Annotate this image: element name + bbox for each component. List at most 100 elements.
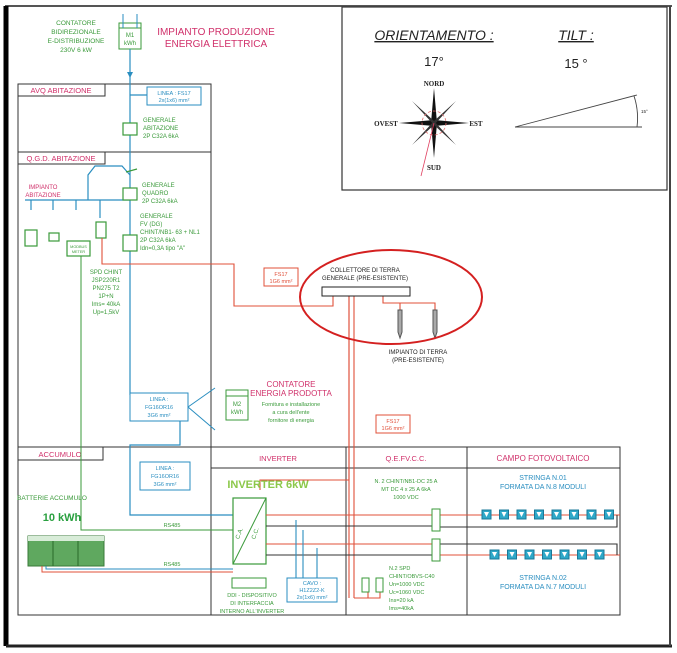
inverter-label: INVERTER [259, 454, 297, 463]
meter-m1 [118, 14, 142, 50]
pv-module-glyph [597, 552, 602, 557]
ddi-2: DI INTERFACCIA [230, 601, 274, 607]
linea-fg16-bottom-2: FG16OR16 [151, 474, 179, 480]
breaker-generale-fv [122, 234, 138, 252]
pv-module-glyph [579, 552, 585, 557]
fs17-bottom-box [375, 414, 411, 434]
gen-fv-1: GENERALE [140, 214, 173, 220]
modbus-cable [80, 256, 233, 531]
gen-fv-5: Idn=0,3A tipo "A" [140, 246, 185, 252]
spd-chint-6: Up=1,5kV [93, 310, 120, 316]
gen-fv-3: CHINT/NB1- 63 + NL1 [140, 230, 201, 236]
string1-1: STRINGA N.01 [519, 475, 567, 482]
qgd-label: Q.G.D. ABITAZIONE [26, 154, 95, 163]
tilt-diagram [514, 94, 642, 128]
breakers [24, 122, 138, 257]
modbus-label-1: MODBUS [70, 245, 87, 249]
linea-fg16-bottom-1: LINEA : [156, 466, 175, 472]
breaker-house-2 [48, 232, 60, 242]
fs17-bottom-1: FS17 [386, 419, 399, 425]
linea-fs17-box [146, 86, 202, 106]
linea-fg16-bottom-3: 3G6 mm² [154, 482, 177, 488]
highlight-ellipse [299, 249, 483, 345]
cavo-1: CAVO : [303, 581, 322, 587]
collettore-2: GENERALE (PRE-ESISTENTE) [322, 276, 408, 282]
avq-label-box [17, 83, 106, 97]
linea-fg16-top-3: 3G6 mm² [148, 413, 171, 419]
pv-module-glyph [509, 552, 515, 557]
section-frames [17, 83, 621, 616]
title-line-2: ENERGIA ELETTRICA [165, 39, 268, 50]
string-2-modules [489, 549, 605, 560]
string1-2: FORMATA DA N.8 MODULI [500, 484, 586, 491]
inverter-icon [232, 497, 267, 565]
dc-breakers-icon [431, 508, 441, 562]
qefvcc-spd-1: N.2 SPD [389, 566, 410, 572]
gen-abit-1: GENERALE [143, 118, 176, 124]
dc-lines [266, 514, 620, 578]
earth-bus-bar [321, 286, 411, 297]
compass-east: EST [469, 120, 483, 128]
pv-module-glyph [484, 512, 489, 517]
qefvcc-label: Q.E.FV.C.C. [386, 454, 427, 463]
pv-module-glyph [536, 512, 542, 517]
gen-quadro-3: 2P C32A 6kA [142, 199, 178, 205]
ddi-device-icon [231, 577, 267, 589]
arrow-icon [127, 72, 133, 78]
pv-module-glyph [554, 512, 559, 517]
fs17-top-1: FS17 [274, 272, 287, 278]
m1-desc-4: 230V 6 kW [60, 47, 93, 54]
gen-fv-4: 2P C32A 6kA [140, 238, 176, 244]
m2-desc-2: a cura dell'ente [272, 410, 309, 416]
m2-title-2: ENERGIA PRODOTTA [250, 389, 332, 398]
compass-south: SUD [427, 164, 441, 172]
qefvcc-breakers-3: 1000 VDC [393, 495, 418, 501]
pv-module-glyph [527, 552, 532, 557]
m1-desc-1: CONTATORE [56, 20, 96, 27]
string-1-modules [481, 509, 614, 520]
modbus-meter-box [66, 240, 91, 257]
m1-desc-3: E-DISTRIBUZIONE [48, 38, 105, 45]
avq-label: AVQ ABITAZIONE [31, 86, 92, 95]
fs17-top-2: 1G6 mm² [270, 279, 293, 285]
ddi-1: DDI - DISPOSITIVO [227, 593, 277, 599]
m1-desc-2: BIDIREZIONALE [51, 29, 101, 36]
gen-abit-2: ABITAZIONE [143, 126, 178, 132]
qefvcc-breakers-1: N. 2 CHINT/NB1-DC 25 A [375, 479, 438, 485]
gen-abit-3: 2P C32A 6kA [143, 134, 179, 140]
gen-quadro-1: GENERALE [142, 183, 175, 189]
string2-1: STRINGA N.02 [519, 575, 567, 582]
breaker-generale-abitazione [122, 122, 138, 136]
qefvcc-spd-3: Un=1000 VDC [389, 582, 425, 588]
fs17-bottom-2: 1G6 mm² [382, 426, 405, 432]
orientation-panel [341, 6, 668, 191]
inverter-dc: C.C. [251, 527, 261, 541]
dc-spd-icon [361, 577, 384, 593]
linea-fg16-top-2: FG16OR16 [145, 405, 173, 411]
fs17-top-box [263, 267, 299, 287]
pv-module-glyph [606, 512, 612, 517]
orientation-label: ORIENTAMENTO : [374, 27, 493, 43]
meter-m2 [225, 389, 249, 421]
m2-desc-1: Fornitura e installazione [262, 402, 320, 408]
pv-module-glyph [544, 552, 550, 557]
m2-leader [187, 387, 216, 431]
linea-fg16-bottom-box [139, 461, 191, 491]
batteries-label: BATTERIE ACCUMULO [17, 495, 87, 502]
compass-west: OVEST [374, 120, 398, 128]
rs485-bottom: RS485 [164, 562, 181, 568]
m2-title-1: CONTATORE [267, 380, 316, 389]
spd-chint-1: SPD CHINT [90, 270, 123, 276]
linea-fs17-1: LINEA : FS17 [157, 91, 190, 97]
battery-capacity: 10 kWh [43, 512, 82, 524]
accumulo-label-box [17, 446, 104, 461]
tilt-label: TILT : [558, 27, 594, 43]
spd-chint-4: 1P+N [98, 294, 113, 300]
battery-rs485-cable [45, 566, 233, 570]
spd-chint-5: Ims= 40kA [92, 302, 121, 308]
linea-fg16-top-1: LINEA : [150, 397, 169, 403]
cavo-3: 2x(1x6) mm² [297, 595, 328, 601]
linea-fs17-2: 2x(1x6) mm² [159, 98, 190, 104]
pv-module-glyph [589, 512, 594, 517]
earth-rods [397, 309, 438, 340]
